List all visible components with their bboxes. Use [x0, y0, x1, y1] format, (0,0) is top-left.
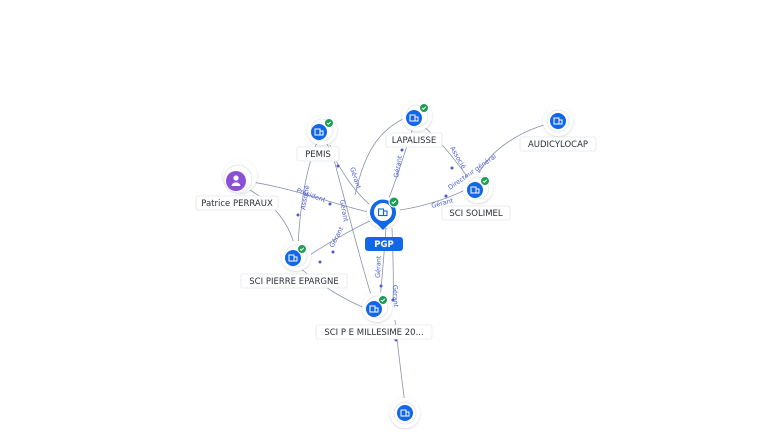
node-sci-pierre-epargne[interactable]: SCI PIERRE EPARGNE: [240, 241, 348, 289]
node-patrice-perraux[interactable]: Patrice PERRAUX: [195, 159, 279, 211]
edge-label: Gérant: [374, 255, 383, 278]
node-lapalisse[interactable]: LAPALISSE: [385, 101, 443, 148]
node-sci-pe-millesime[interactable]: SCI P E MILLESIME 20...: [315, 292, 433, 340]
node-label: Patrice PERRAUX: [201, 199, 273, 209]
node-label: PEMIS: [305, 150, 331, 160]
edge-pierre-millesime: [299, 267, 366, 309]
edge-pemis-millesime: [329, 144, 373, 299]
building-icon: [553, 117, 563, 125]
node-pgp-center[interactable]: PGP: [365, 196, 403, 251]
node-label: SCI P E MILLESIME 20...: [324, 328, 423, 338]
building-icon: [470, 186, 480, 194]
node-sci-solimel[interactable]: SCI SOLIMEL: [441, 173, 511, 221]
edge-pgp-millesime-2: [391, 227, 394, 301]
edge-lapalisse-pemis: [354, 117, 406, 196]
node-pemis[interactable]: PEMIS: [296, 115, 340, 162]
node-label: LAPALISSE: [392, 136, 437, 146]
edge-patrice-pgp: [251, 181, 374, 214]
node-label: SCI PIERRE EPARGNE: [249, 277, 338, 287]
edge-label: Gérant: [338, 199, 350, 223]
building-icon: [409, 114, 419, 122]
edge-label: Associé: [448, 145, 467, 170]
building-icon: [369, 305, 379, 313]
person-icon: [231, 175, 241, 186]
node-label: SCI SOLIMEL: [449, 209, 503, 219]
node-audicylocap[interactable]: AUDICYLOCAP: [519, 106, 597, 152]
node-bottom-company[interactable]: [390, 398, 420, 428]
edge-solimel-pgp: [399, 189, 466, 211]
edge-pgp-pierre: [304, 217, 377, 259]
building-icon: [288, 254, 298, 262]
edge-lapalisse-solimel: [421, 124, 471, 181]
building-icon: [377, 208, 388, 217]
edge-label: Gérant: [348, 166, 363, 190]
edge-label: Gérant: [328, 225, 346, 249]
center-node-label: PGP: [374, 240, 393, 250]
edge-label: Gérant: [392, 154, 404, 178]
building-icon: [400, 409, 410, 417]
edge-label: Gérant: [391, 285, 400, 308]
edges: [249, 117, 556, 406]
node-label: AUDICYLOCAP: [528, 140, 588, 150]
building-icon: [314, 128, 324, 136]
